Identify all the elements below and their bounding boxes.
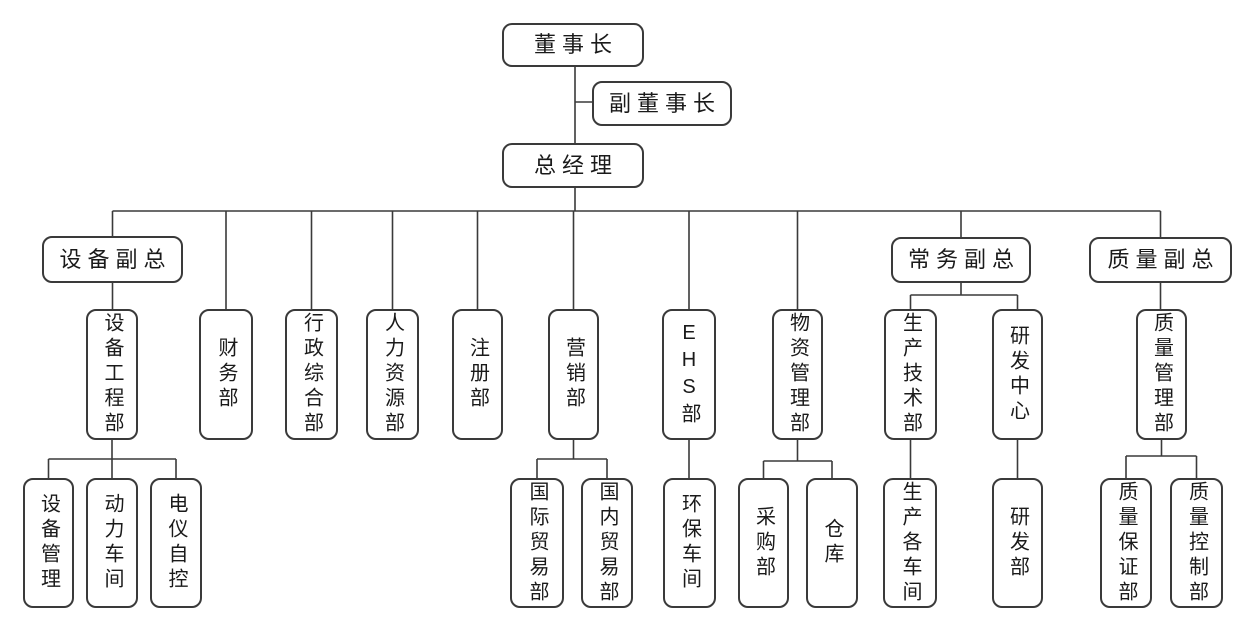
node-equipment-vp: 设备副总	[42, 236, 183, 283]
node-chairman-label: 董事长	[533, 32, 618, 57]
node-quality-vp-label: 质量副总	[1107, 247, 1220, 272]
node-equipment-management: 设备管理	[23, 478, 74, 608]
node-equipment-management-label: 设备管理	[37, 493, 60, 593]
node-ehs-label: EHS部	[678, 321, 700, 428]
node-rd-department-label: 研发部	[1006, 505, 1029, 581]
node-marketing: 营销部	[548, 309, 599, 440]
node-executive-vp: 常务副总	[891, 237, 1031, 283]
node-quality-control-label: 质量控制部	[1185, 480, 1208, 606]
node-environmental-workshop-label: 环保车间	[678, 493, 701, 593]
node-electrical-instrumentation: 电仪自控	[150, 478, 202, 608]
node-executive-vp-label: 常务副总	[907, 247, 1020, 272]
node-vice-chairman-label: 副董事长	[608, 90, 721, 116]
node-equipment-vp-label: 设备副总	[59, 246, 172, 272]
node-human-resources: 人力资源部	[366, 309, 419, 440]
node-production-workshops-label: 生产各车间	[899, 480, 921, 606]
node-power-workshop: 动力车间	[86, 478, 138, 608]
node-materials-management-label: 物资管理部	[786, 312, 809, 437]
node-general-manager-label: 总经理	[533, 152, 618, 178]
node-equipment-engineering: 设备工程部	[86, 309, 138, 440]
node-power-workshop-label: 动力车间	[101, 493, 123, 593]
node-rd-department: 研发部	[992, 478, 1043, 608]
node-international-trade-label: 国际贸易部	[526, 480, 548, 606]
connector-path	[47, 67, 1198, 478]
node-human-resources-label: 人力资源部	[381, 312, 404, 437]
node-domestic-trade: 国内贸易部	[581, 478, 633, 608]
node-ehs: EHS部	[662, 309, 716, 440]
node-registration-label: 注册部	[466, 337, 489, 412]
node-electrical-instrumentation-label: 电仪自控	[165, 493, 187, 593]
node-domestic-trade-label: 国内贸易部	[596, 480, 618, 606]
node-admin-general-label: 行政综合部	[300, 312, 323, 437]
node-vice-chairman: 副董事长	[592, 81, 732, 126]
node-rd-center: 研发中心	[992, 309, 1043, 440]
node-general-manager: 总经理	[502, 143, 644, 188]
node-rd-center-label: 研发中心	[1006, 324, 1029, 425]
node-procurement-label: 采购部	[752, 505, 775, 581]
node-quality-vp: 质量副总	[1089, 237, 1232, 283]
node-warehouse-label: 仓库	[821, 518, 843, 568]
node-warehouse: 仓库	[806, 478, 858, 608]
node-quality-control: 质量控制部	[1170, 478, 1223, 608]
node-materials-management: 物资管理部	[772, 309, 823, 440]
node-finance: 财务部	[199, 309, 253, 440]
node-production-technology: 生产技术部	[884, 309, 937, 440]
node-registration: 注册部	[452, 309, 503, 440]
node-international-trade: 国际贸易部	[510, 478, 564, 608]
node-quality-assurance-label: 质量保证部	[1115, 480, 1137, 606]
node-chairman: 董事长	[502, 23, 644, 67]
node-quality-assurance: 质量保证部	[1100, 478, 1152, 608]
node-finance-label: 财务部	[215, 337, 237, 412]
node-production-workshops: 生产各车间	[883, 478, 937, 608]
node-admin-general: 行政综合部	[285, 309, 338, 440]
node-environmental-workshop: 环保车间	[663, 478, 716, 608]
node-equipment-engineering-label: 设备工程部	[101, 312, 123, 437]
node-marketing-label: 营销部	[562, 337, 585, 412]
node-quality-management: 质量管理部	[1136, 309, 1187, 440]
node-production-technology-label: 生产技术部	[899, 312, 922, 437]
node-procurement: 采购部	[738, 478, 789, 608]
node-quality-management-label: 质量管理部	[1150, 312, 1173, 437]
